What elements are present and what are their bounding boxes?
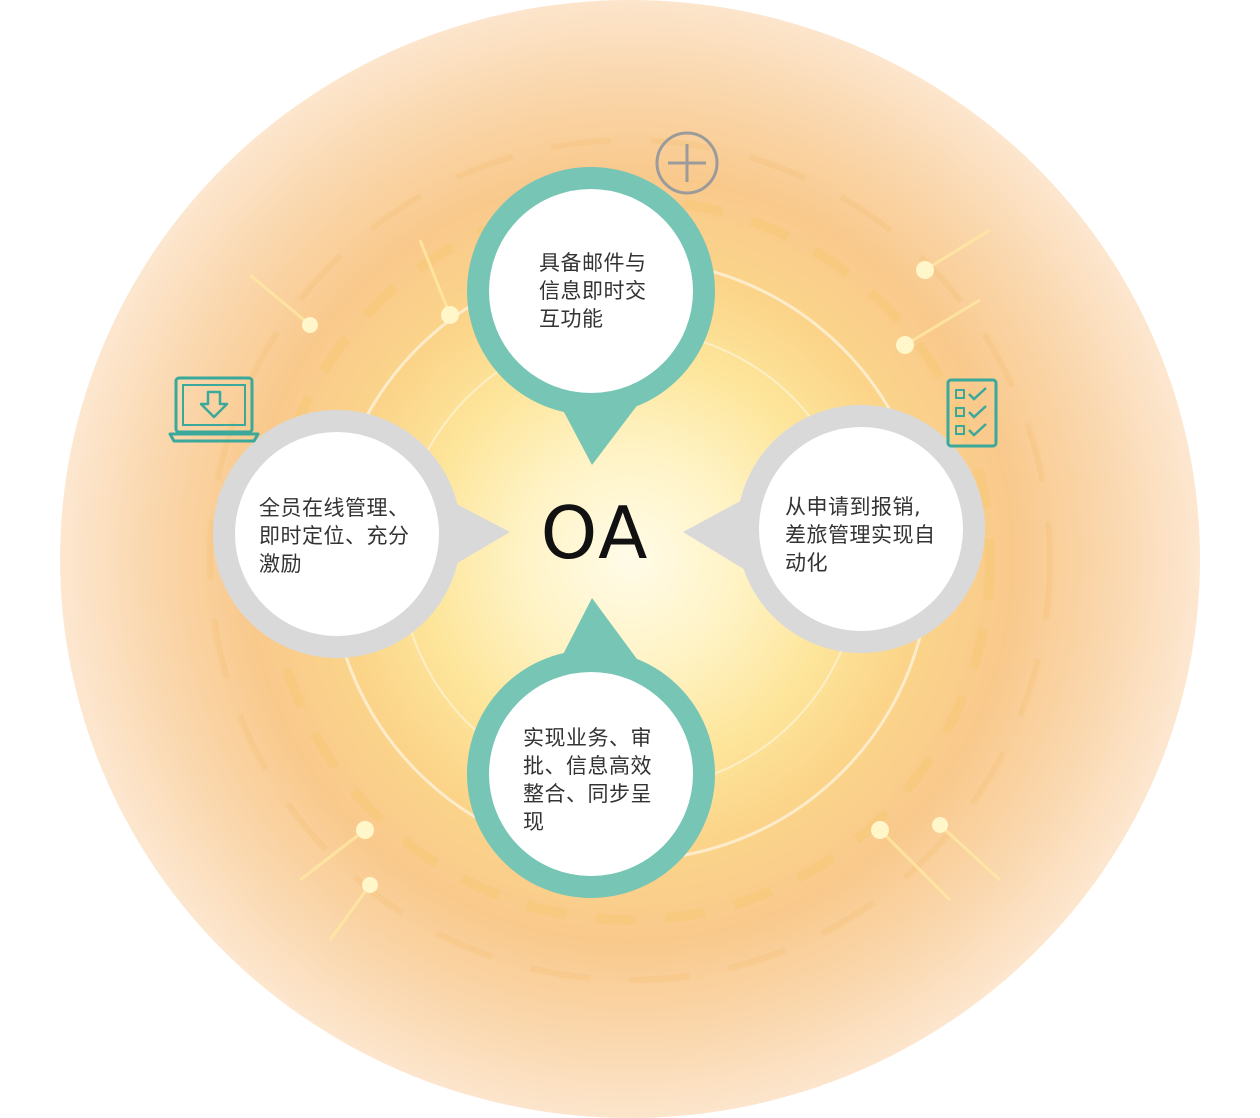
feature-text-right: 从申请到报销, 差旅管理实现自 动化 bbox=[785, 495, 936, 575]
feature-text-left: 全员在线管理、 即时定位、充分 激励 bbox=[259, 496, 410, 576]
feature-bubble-left: 全员在线管理、 即时定位、充分 激励 bbox=[213, 410, 461, 658]
plus-circle-icon bbox=[655, 131, 719, 195]
center-label: OA bbox=[540, 491, 650, 575]
feature-bubble-top: 具备邮件与 信息即时交 互功能 bbox=[467, 167, 715, 415]
laptop-download-icon bbox=[168, 376, 260, 443]
feature-text-top: 具备邮件与 信息即时交 互功能 bbox=[539, 251, 647, 331]
feature-bubble-bottom: 实现业务、审 批、信息高效 整合、同步呈 现 bbox=[467, 650, 715, 898]
checklist-icon bbox=[946, 378, 998, 448]
feature-text-bottom: 实现业务、审 批、信息高效 整合、同步呈 现 bbox=[523, 726, 652, 834]
